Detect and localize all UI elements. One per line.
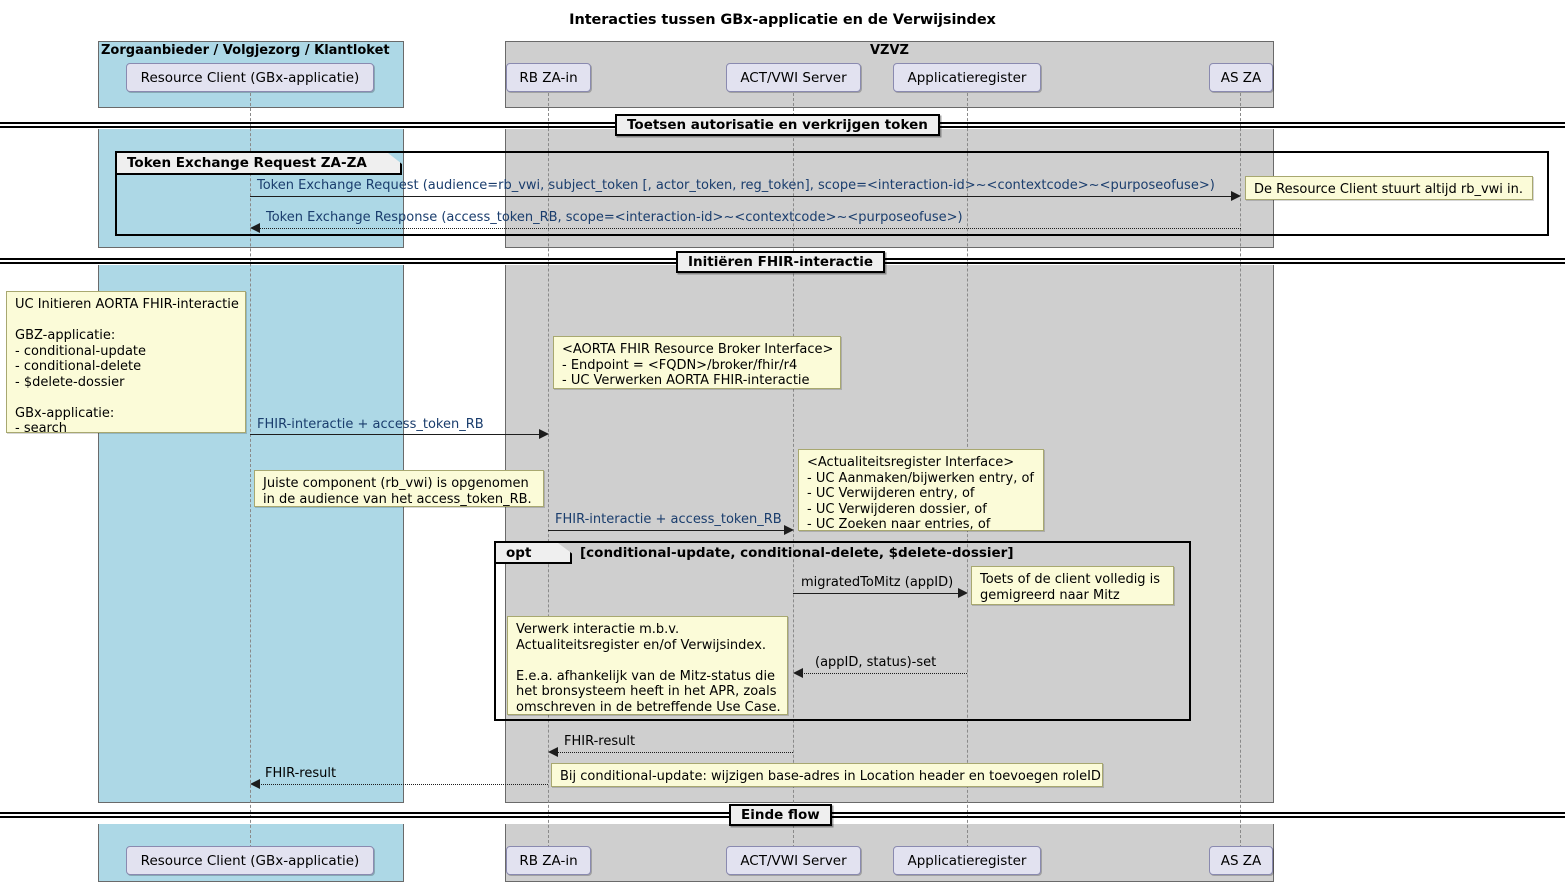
message-label-appid-status-set: (appID, status)-set — [815, 655, 937, 670]
message-arrowhead-fhir-interactie-1 — [539, 429, 549, 439]
fragment-opt — [494, 541, 1191, 721]
note-verwerk-wrap: Verwerk interactie m.b.v. Actualiteitsre… — [507, 616, 788, 715]
note-location-header: Bij conditional-update: wijzigen base-ad… — [551, 763, 1103, 787]
fragment-token-exchange-operator: Token Exchange Request ZA-ZA — [117, 153, 402, 175]
note-broker-interface: <AORTA FHIR Resource Broker Interface> -… — [553, 336, 841, 389]
lifeline-as-za — [1240, 93, 1241, 853]
message-label-token-exchange-request: Token Exchange Request (audience=rb_vwi,… — [257, 178, 1215, 193]
note-broker-interface-wrap: <AORTA FHIR Resource Broker Interface> -… — [553, 336, 841, 389]
participant-as-za-top[interactable]: AS ZA — [1209, 63, 1273, 92]
lifeline-act-vwi-server — [793, 93, 794, 853]
note-audience: Juiste component (rb_vwi) is opgenomen i… — [254, 470, 544, 507]
message-arrowhead-migrated-to-mitz — [958, 588, 968, 598]
participant-applicatieregister-top[interactable]: Applicatieregister — [893, 63, 1041, 92]
message-line-fhir-interactie-1 — [250, 434, 540, 435]
participant-resource-client-top[interactable]: Resource Client (GBx-applicatie) — [126, 63, 374, 92]
group-box-vzvz-footer — [505, 824, 1274, 882]
lifeline-resource-client — [250, 93, 251, 853]
divider-einde-flow: Einde flow — [729, 804, 832, 826]
message-arrowhead-fhir-result-1 — [548, 747, 558, 757]
message-arrowhead-token-exchange-request — [1231, 191, 1241, 201]
fragment-opt-condition: [conditional-update, conditional-delete,… — [580, 545, 1014, 561]
fragment-opt-operator: opt — [496, 543, 572, 564]
fragment-token-exchange — [115, 151, 1549, 236]
note-uc-initieren: UC Initieren AORTA FHIR-interactie GBZ-a… — [6, 291, 246, 436]
note-rbvwi-wrap: De Resource Client stuurt altijd rb_vwi … — [1245, 176, 1533, 200]
lifeline-rb-za-in — [548, 93, 549, 853]
group-label-vzvz: VZVZ — [870, 43, 909, 58]
message-arrowhead-fhir-interactie-2 — [784, 525, 794, 535]
note-verwerk: Verwerk interactie m.b.v. Actualiteitsre… — [507, 616, 788, 715]
note-actualiteitsregister-wrap: <Actualiteitsregister Interface> - UC Aa… — [798, 449, 1044, 532]
participant-rb-za-in-bottom[interactable]: RB ZA-in — [506, 846, 591, 875]
participant-resource-client-bottom[interactable]: Resource Client (GBx-applicatie) — [126, 846, 374, 875]
note-actualiteitsregister: <Actualiteitsregister Interface> - UC Aa… — [798, 449, 1044, 532]
note-rbvwi: De Resource Client stuurt altijd rb_vwi … — [1245, 176, 1533, 200]
participant-applicatieregister-bottom[interactable]: Applicatieregister — [893, 846, 1041, 875]
note-audience-wrap: Juiste component (rb_vwi) is opgenomen i… — [254, 470, 544, 507]
message-label-migrated-to-mitz: migratedToMitz (appID) — [801, 575, 954, 590]
message-line-fhir-interactie-2 — [548, 530, 785, 531]
participant-act-vwi-server-bottom[interactable]: ACT/VWI Server — [726, 846, 861, 875]
participant-rb-za-in-top[interactable]: RB ZA-in — [506, 63, 591, 92]
message-arrowhead-appid-status-set — [793, 668, 803, 678]
message-label-fhir-result-2: FHIR-result — [265, 766, 337, 781]
note-mitz-check-wrap: Toets of de client volledig is gemigreer… — [971, 566, 1174, 605]
message-label-token-exchange-response: Token Exchange Response (access_token_RB… — [266, 210, 963, 225]
message-line-fhir-result-2 — [256, 784, 548, 785]
group-box-vzvz — [505, 41, 1274, 108]
participant-act-vwi-server-top[interactable]: ACT/VWI Server — [726, 63, 861, 92]
message-line-token-exchange-response — [256, 228, 1241, 229]
page-title: Interacties tussen GBx-applicatie en de … — [569, 12, 996, 28]
divider-initieren-fhir-interactie: Initiëren FHIR-interactie — [676, 251, 886, 273]
note-location-header-wrap: Bij conditional-update: wijzigen base-ad… — [551, 763, 1103, 787]
note-uc-initieren-wrap: UC Initieren AORTA FHIR-interactie GBZ-a… — [6, 291, 246, 436]
message-line-migrated-to-mitz — [793, 593, 959, 594]
note-mitz-check: Toets of de client volledig is gemigreer… — [971, 566, 1174, 605]
message-label-fhir-interactie-2: FHIR-interactie + access_token_RB — [555, 512, 782, 527]
message-line-fhir-result-1 — [554, 752, 793, 753]
message-line-appid-status-set — [799, 673, 967, 674]
participant-as-za-bottom[interactable]: AS ZA — [1209, 846, 1273, 875]
divider-toetsen-autorisatie: Toetsen autorisatie en verkrijgen token — [615, 114, 940, 136]
message-label-fhir-result-1: FHIR-result — [564, 734, 636, 749]
message-arrowhead-fhir-result-2 — [250, 779, 260, 789]
message-arrowhead-token-exchange-response — [250, 223, 260, 233]
group-label-zorgaanbieder: Zorgaanbieder / Volgjezorg / Klantloket — [101, 43, 390, 58]
message-line-token-exchange-request — [250, 196, 1232, 197]
message-label-fhir-interactie-1: FHIR-interactie + access_token_RB — [257, 417, 484, 432]
